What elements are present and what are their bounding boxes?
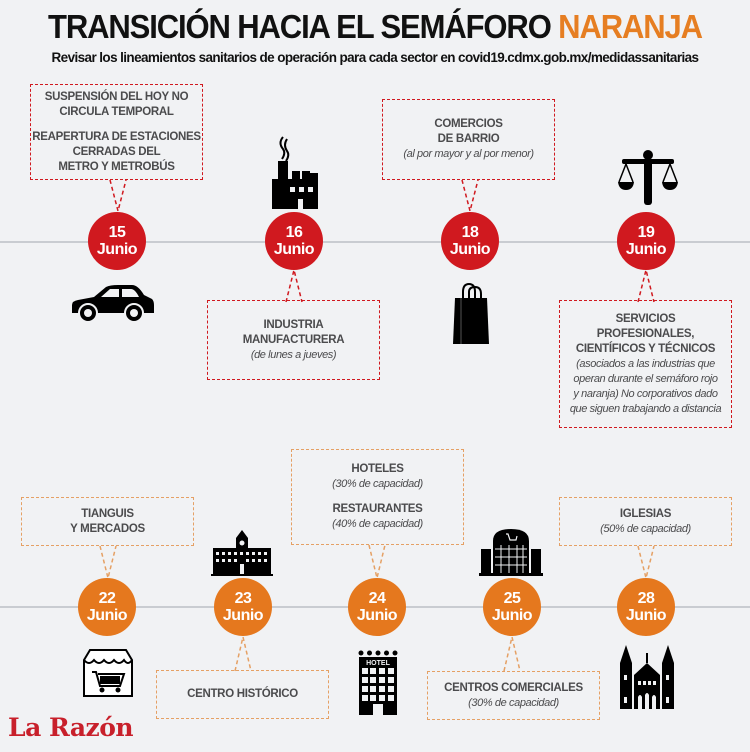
callout-tail	[503, 636, 521, 672]
callout-tail	[285, 269, 303, 303]
event-box-25: CENTROS COMERCIALES (30% de capacidad)	[427, 671, 600, 720]
timeline-line-top	[0, 241, 750, 243]
hotel-icon: HOTEL	[358, 650, 398, 715]
page-title: TRANSICIÓN HACIA EL SEMÁFORO NARANJA	[48, 8, 703, 45]
event-box-23: CENTRO HISTÓRICO	[156, 670, 329, 719]
car-icon	[72, 285, 154, 323]
callout-tail	[637, 545, 655, 579]
event-box-22: TIANGUIS Y MERCADOS	[21, 497, 194, 546]
callout-tail	[234, 636, 252, 672]
title-accent: NARANJA	[558, 8, 703, 45]
callout-tail	[637, 269, 655, 303]
event-box-15: SUSPENSIÓN DEL HOY NO CIRCULA TEMPORAL R…	[30, 84, 203, 180]
svg-text:HOTEL: HOTEL	[366, 660, 390, 667]
shopping-bag-icon	[453, 282, 489, 344]
callout-tail	[461, 179, 479, 212]
scales-of-justice-icon	[618, 150, 678, 205]
event-box-19: SERVICIOS PROFESIONALES, CIENTÍFICOS Y T…	[559, 300, 732, 428]
factory-icon	[272, 136, 318, 209]
shopping-mall-icon	[479, 529, 543, 576]
market-cart-icon	[83, 649, 133, 697]
callout-tail	[368, 544, 386, 579]
page-subtitle: Revisar los lineamientos sanitarios de o…	[51, 50, 700, 65]
event-box-24: HOTELES (30% de capacidad) RESTAURANTES …	[291, 449, 464, 545]
callout-tail	[109, 179, 127, 212]
callout-tail	[99, 545, 117, 579]
church-icon	[620, 645, 674, 709]
la-razon-logo: La Razón	[8, 713, 134, 742]
event-box-28: IGLESIAS (50% de capacidad)	[559, 497, 732, 546]
event-box-16: INDUSTRIA MANUFACTURERA (de lunes a juev…	[207, 300, 380, 380]
historic-building-icon	[211, 530, 273, 576]
event-box-18: COMERCIOS DE BARRIO (al por mayor y al p…	[382, 99, 555, 180]
